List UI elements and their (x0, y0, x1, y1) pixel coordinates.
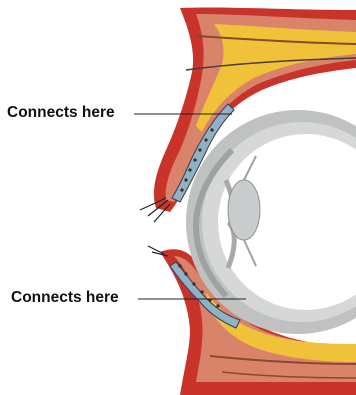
lower-connection-label: Connects here (10, 289, 120, 307)
lens (228, 180, 260, 240)
upper-connection-label: Connects here (6, 104, 116, 122)
